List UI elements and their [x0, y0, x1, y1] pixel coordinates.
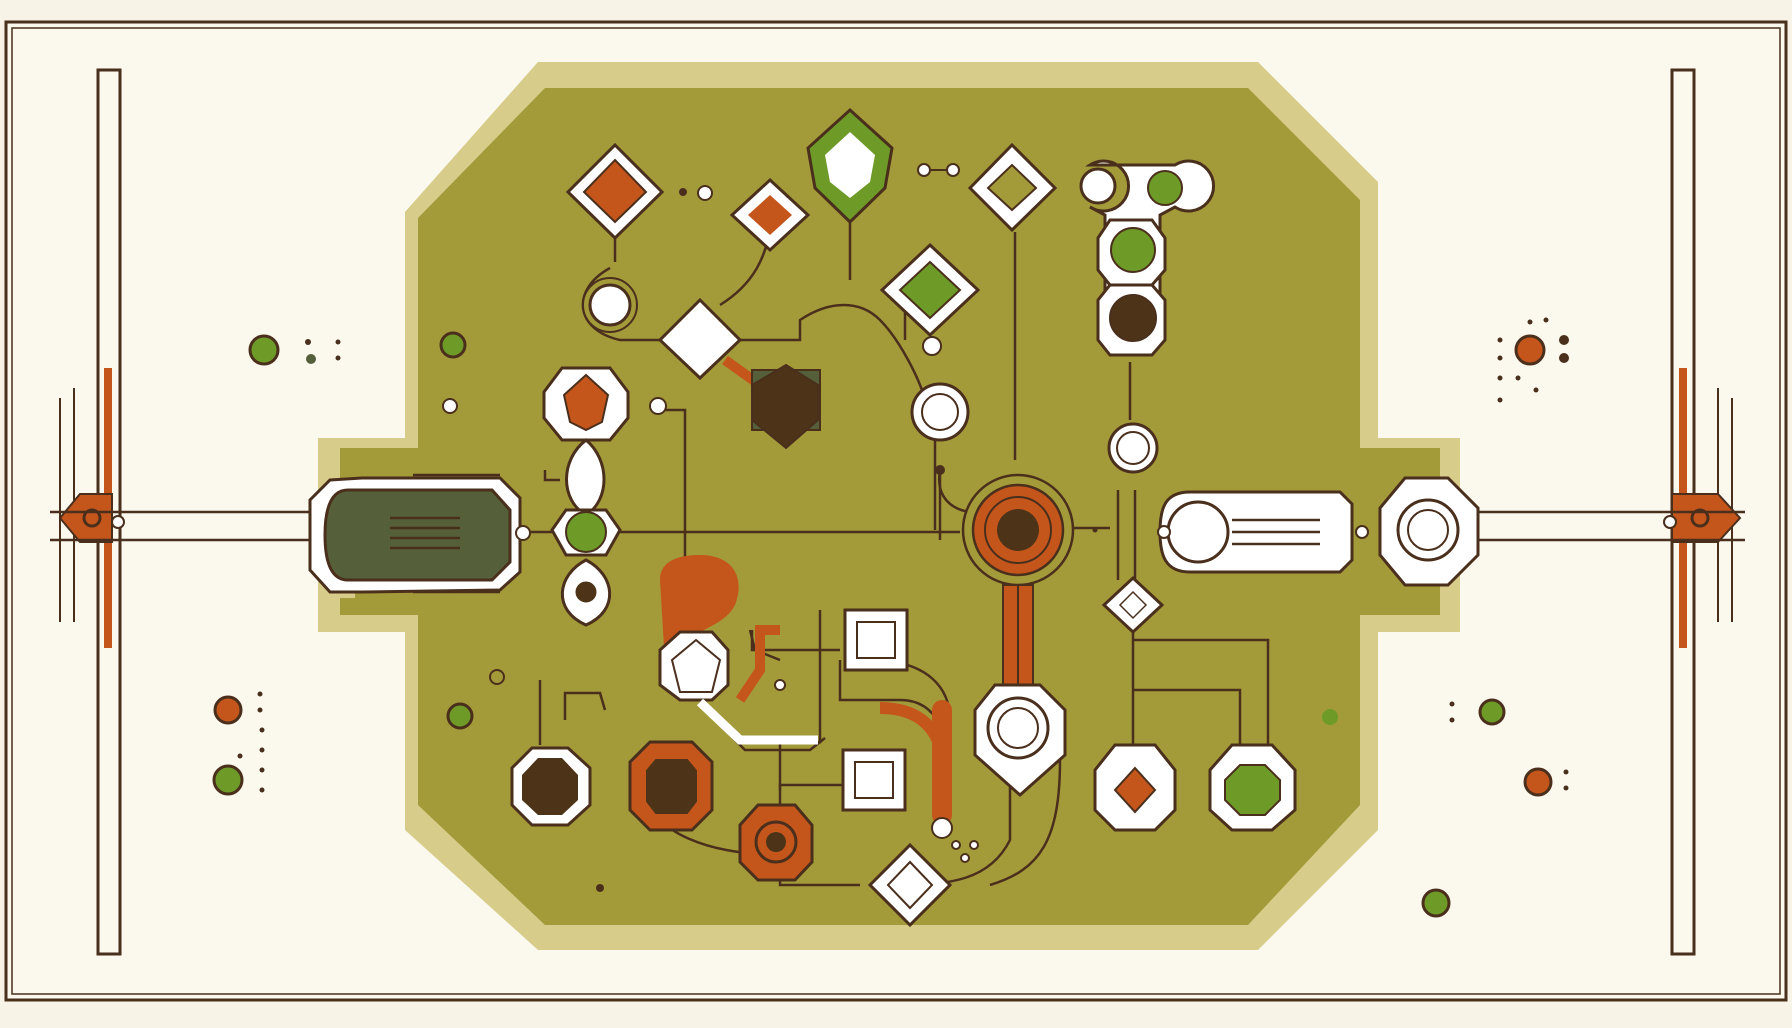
octagon-node-brown-orange: [628, 740, 714, 832]
diamond-node-orange: [565, 142, 665, 241]
circle-node-right-middle: [1107, 422, 1159, 474]
decor-dots: [212, 317, 1569, 918]
circle-node-orange-end: [931, 700, 953, 839]
octagon-node-green-right: [1208, 743, 1297, 832]
octagon-node-white-lower: [658, 630, 818, 745]
octagon-node-orange-right: [1093, 743, 1177, 832]
octagon-node-center-lower: [973, 683, 1067, 798]
square-node-top-lower: [843, 608, 909, 672]
diamond-node-small-orange: [729, 177, 811, 253]
connector-icon: [679, 163, 960, 201]
inner-frame: [11, 27, 1781, 995]
hexagon-node-dark: [751, 363, 821, 450]
circle-node-center: [910, 336, 970, 442]
octagon-chain-node: [542, 366, 667, 627]
octagon-node-brown-white: [510, 746, 592, 827]
target-node-center: [961, 473, 1098, 696]
capsule-node-left: [308, 476, 531, 598]
capsule-node-right: [1157, 490, 1369, 574]
circle-node-left-top: [582, 277, 638, 333]
square-node-bottom-lower: [841, 748, 907, 812]
diamond-node-small-white: [1101, 575, 1165, 635]
hexagon-node-green: [806, 107, 894, 225]
octagon-node-orange-lower: [738, 803, 814, 882]
diamond-node-green-double: [879, 242, 981, 338]
diamond-node-bottom: [867, 842, 953, 928]
bus-terminal: [1663, 515, 1677, 529]
diamond-node-outline: [967, 142, 1058, 233]
bus-terminal: [111, 515, 125, 529]
circle-stack-top-right: [1079, 159, 1216, 357]
octagon-node-right: [1378, 476, 1480, 587]
